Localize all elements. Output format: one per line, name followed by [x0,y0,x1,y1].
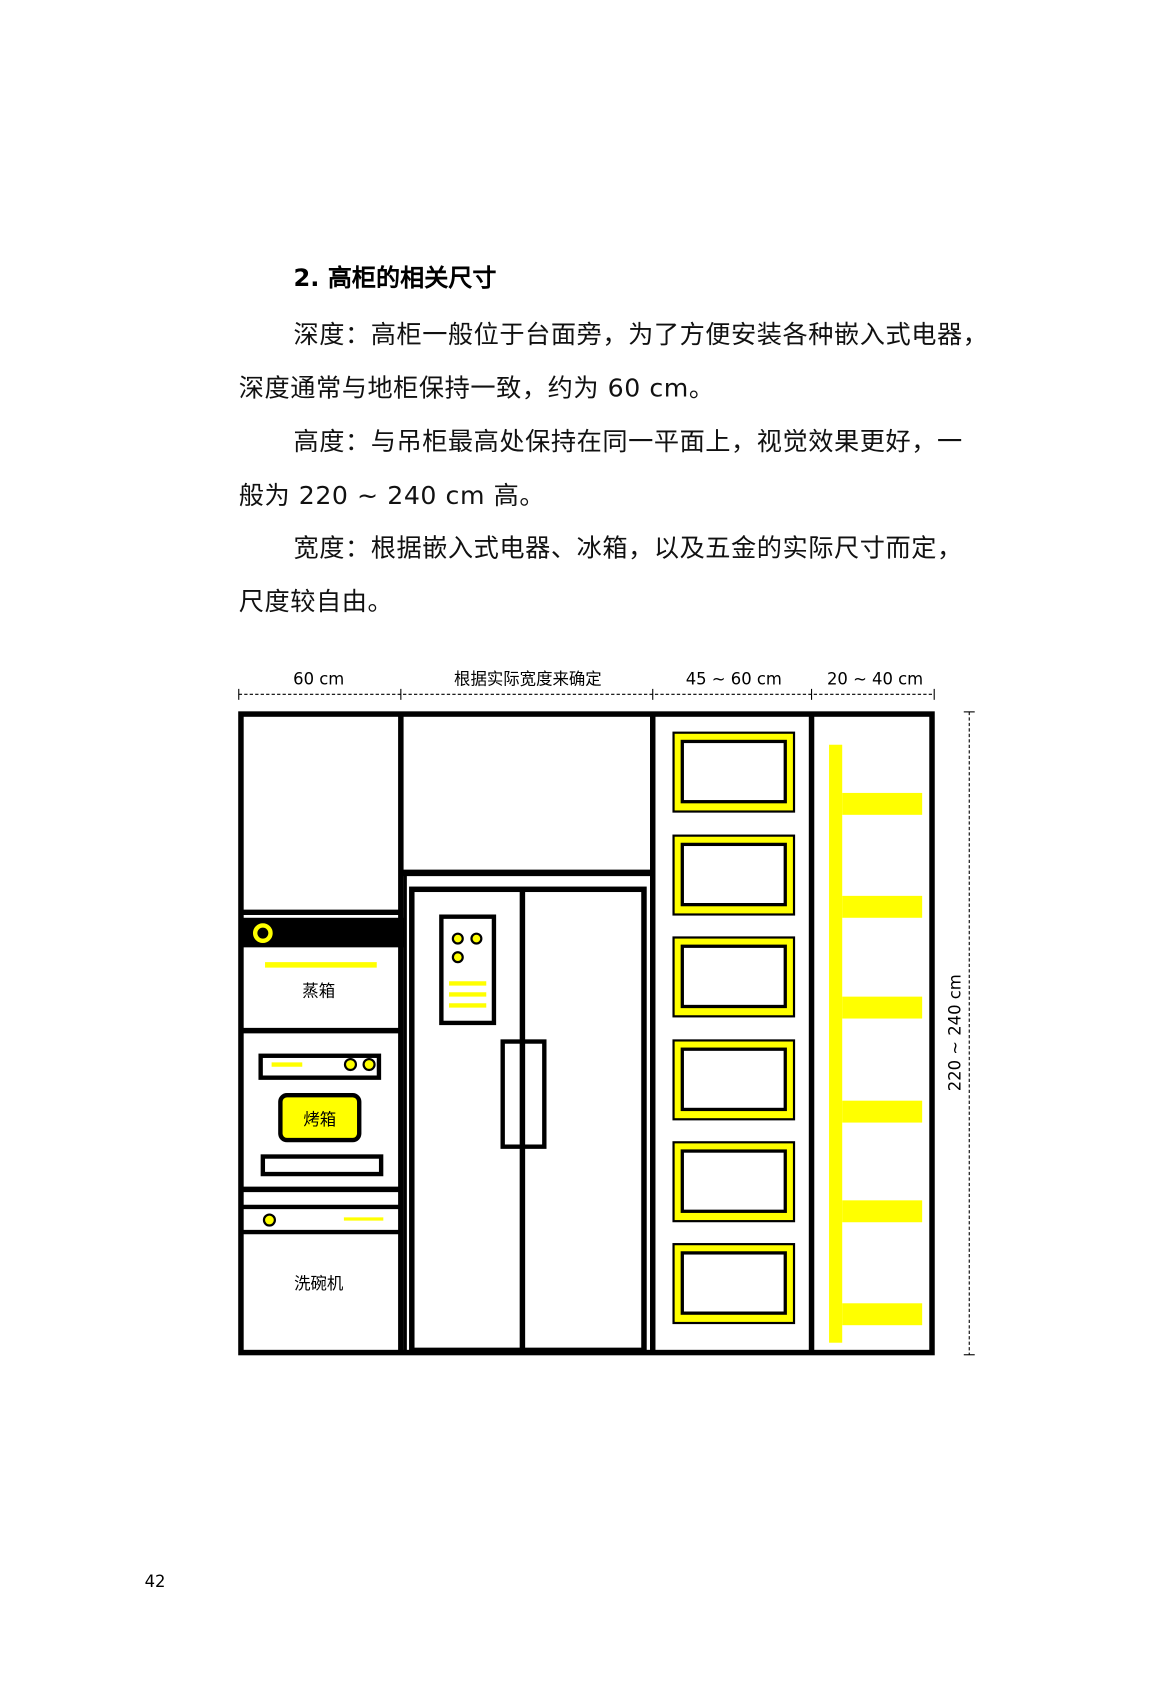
shelf [842,895,923,918]
column-appliances: 蒸箱 烤箱 洗碗机 [238,909,406,1293]
paragraph-width-line1: 宽度：根据嵌入式电器、冰箱，以及五金的实际尺寸而定， [293,534,963,563]
shelf [842,1100,923,1123]
oven-window [278,1093,362,1143]
paragraph-height-line1: 高度：与吊柜最高处保持在同一平面上，视觉效果更好，一 [293,428,963,457]
drawer [672,936,796,1018]
height-dimension [963,711,975,1356]
dishwasher-label: 洗碗机 [294,1274,344,1293]
steamer-label: 蒸箱 [302,982,335,1001]
section-heading: 2. 高柜的相关尺寸 [293,265,497,293]
fridge-handle [500,1039,547,1149]
height-label: 220 ~ 240 cm [945,974,964,1091]
width-label-col2: 根据实际宽度来确定 [454,669,602,688]
drawer [672,1039,796,1121]
drawer [672,834,796,916]
drawer [672,1141,796,1223]
column-fridge [400,869,653,1355]
page-number: 42 [144,1571,166,1592]
shelf [842,1200,923,1223]
fridge [409,886,647,1354]
paragraph-depth-line2: 深度通常与地柜保持一致，约为 60 cm。 [238,374,715,404]
width-label-col3: 45 ~ 60 cm [686,669,782,688]
shelf [842,792,923,815]
paragraph-width-line2: 尺度较自由。 [238,588,394,617]
drawer [672,1243,796,1325]
shelf [842,996,923,1019]
width-label-col4: 20 ~ 40 cm [827,669,923,688]
paragraph-height-line2: 般为 220 ~ 240 cm 高。 [238,481,546,511]
oven-label: 烤箱 [303,1110,336,1129]
paragraph-depth-line1: 深度：高柜一般位于台面旁，为了方便安装各种嵌入式电器， [293,320,989,350]
width-dimension [238,688,935,700]
column-shelves [829,744,923,1343]
column-drawers [672,731,796,1325]
steamer-knob-icon [252,923,273,943]
drawer [672,731,796,813]
shelf [842,1303,923,1326]
width-label-col1: 60 cm [293,669,344,688]
